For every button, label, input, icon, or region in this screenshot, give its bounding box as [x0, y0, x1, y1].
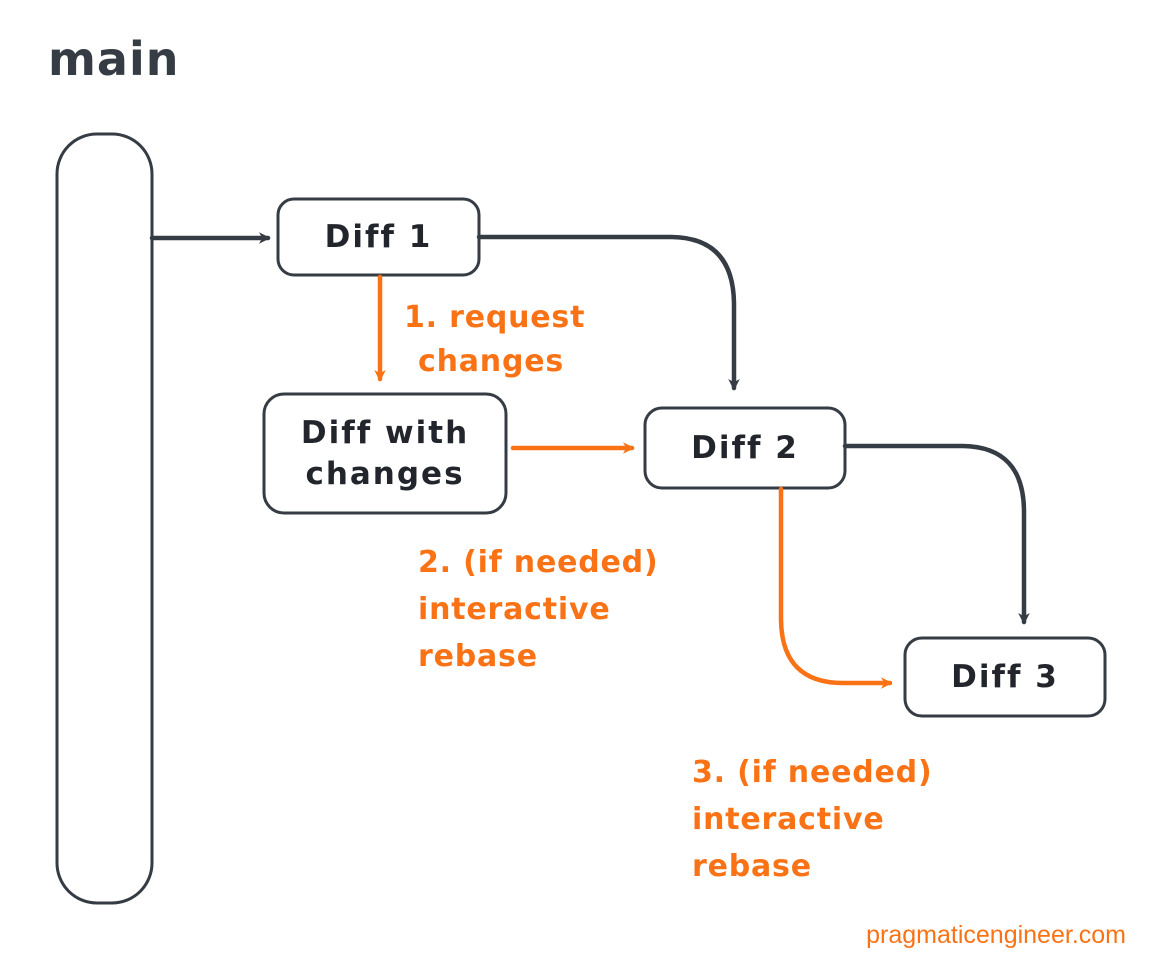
diff-with-changes-line2: changes [305, 455, 465, 492]
diff3-box[interactable] [903, 636, 1107, 718]
annotation-step-3-line3: rebase [692, 848, 812, 884]
connector-diff2-to-diff3-orange [778, 486, 893, 689]
diff-with-changes-line1: Diff with [300, 414, 470, 451]
annotation-step-3: 3. (if needed) interactive rebase [692, 750, 932, 890]
annotation-step-3-line1: 3. (if needed) [692, 755, 933, 790]
diff2-label: Diff 2 [691, 430, 799, 466]
main-branch-bar [55, 132, 154, 905]
annotation-step-3-line2: interactive [692, 801, 885, 837]
connector-diff1-to-diff2 [476, 234, 740, 391]
annotation-step-1-line1: 1. request [404, 300, 586, 335]
annotation-step-2-line3: rebase [418, 638, 538, 674]
annotation-step-1: 1. request changes [404, 296, 585, 385]
watermark: pragmaticengineer.com [866, 921, 1126, 949]
annotation-step-2: 2. (if needed) interactive rebase [418, 540, 658, 680]
diff-with-changes-box[interactable] [262, 392, 508, 515]
diff1-label: Diff 1 [324, 219, 433, 255]
annotation-step-2-line2: interactive [418, 591, 611, 627]
connector-diff2-to-diff3 [842, 443, 1030, 625]
branch-title: main [48, 32, 180, 86]
diff-with-changes-label: Diff with changes [264, 394, 506, 513]
annotation-step-1-line2: changes [418, 344, 565, 380]
diff3-label: Diff 3 [951, 659, 1059, 695]
annotation-step-2-line1: 2. (if needed) [418, 545, 659, 580]
